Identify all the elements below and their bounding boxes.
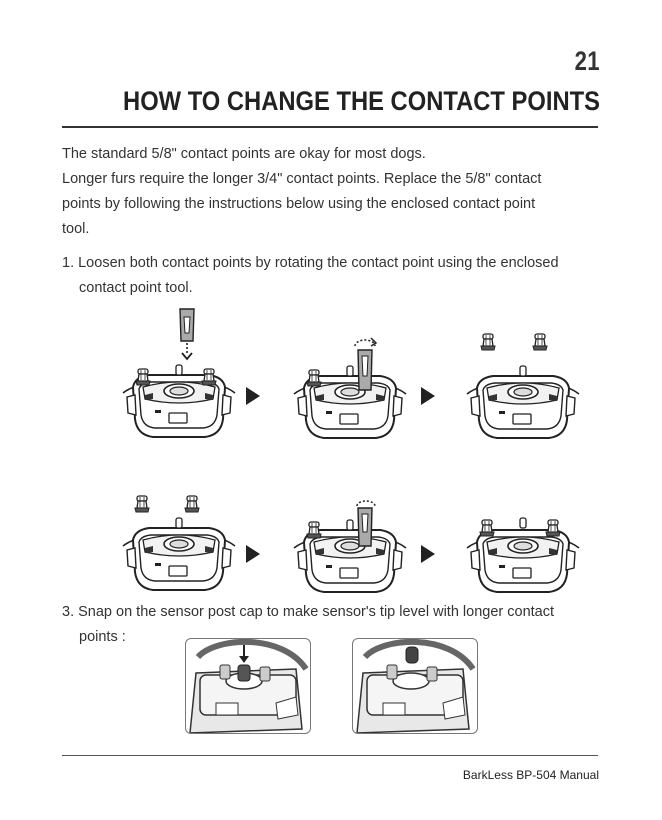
photo-cap-before: [185, 638, 311, 734]
illustration-tool-insert: [116, 305, 242, 441]
photo-cap-after: [352, 638, 478, 734]
illustration-tighten-points: [287, 500, 413, 596]
play-arrow-icon: [246, 387, 260, 405]
illustration-tool-rotate: [287, 330, 413, 442]
intro-line: The standard 5/8" contact points are oka…: [62, 142, 607, 167]
step-3-line-2: points :: [62, 625, 607, 650]
illustration-long-points: [116, 490, 242, 594]
play-arrow-icon: [421, 545, 435, 563]
contact-point-tool-icon: [358, 508, 372, 546]
footer-manual-name: BarkLess BP-504 Manual: [463, 768, 599, 782]
intro-line: points by following the instructions bel…: [62, 192, 607, 217]
play-arrow-icon: [246, 545, 260, 563]
rotate-arrow-icon: [357, 501, 375, 506]
contact-point-tool-icon: [180, 309, 194, 341]
step-1: 1. Loosen both contact points by rotatin…: [62, 251, 607, 301]
illustration-points-installed: [460, 500, 586, 596]
contact-point-tool-icon: [358, 350, 372, 390]
footer-divider: [62, 755, 598, 756]
step-1-line-2: contact point tool.: [62, 276, 607, 301]
play-arrow-icon: [421, 387, 435, 405]
illustration-points-removed: [460, 330, 586, 442]
page-number: 21: [575, 46, 600, 77]
step-3: 3. Snap on the sensor post cap to make s…: [62, 600, 607, 650]
title-divider: [62, 126, 598, 128]
rotate-arrow-icon: [355, 338, 376, 346]
page-title: HOW TO CHANGE THE CONTACT POINTS: [123, 86, 600, 117]
down-arrow-icon: [182, 343, 192, 359]
intro-line: tool.: [62, 217, 607, 242]
step-1-line-1: 1. Loosen both contact points by rotatin…: [62, 251, 607, 276]
intro-paragraph: The standard 5/8" contact points are oka…: [62, 142, 607, 242]
down-arrow-icon: [239, 645, 249, 663]
step-3-line-1: 3. Snap on the sensor post cap to make s…: [62, 600, 607, 625]
intro-line: Longer furs require the longer 3/4" cont…: [62, 167, 607, 192]
